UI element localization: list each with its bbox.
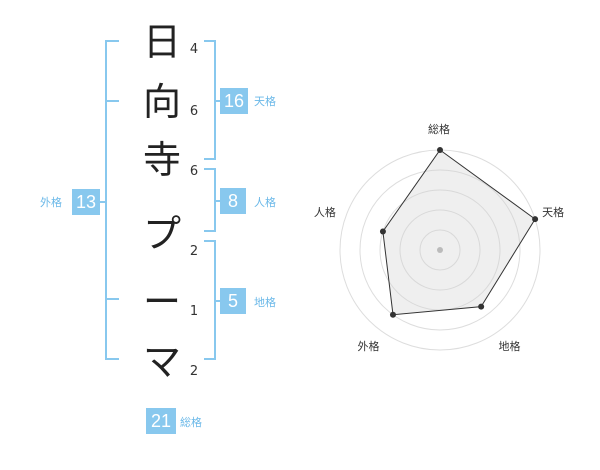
radar-axis-label-3: 地格 <box>498 340 521 354</box>
chikaku-label: 地格 <box>254 296 276 309</box>
radar-point-2 <box>532 216 539 223</box>
tenkaku-value-badge: 16 <box>220 88 248 114</box>
stroke-count-2: 6 <box>189 104 199 119</box>
radar-point-3 <box>478 303 485 310</box>
stroke-count-3: 6 <box>189 164 199 179</box>
stroke-count-4: 2 <box>189 244 199 259</box>
stroke-count-6: 2 <box>189 364 199 379</box>
tenkaku-label: 天格 <box>254 95 276 108</box>
name-char-2: 向 <box>142 80 181 124</box>
name-char-4: プ <box>142 212 181 256</box>
radar-axis-label-4: 外格 <box>357 340 380 354</box>
radar-data-polygon <box>382 149 536 316</box>
stroke-count-1: 4 <box>189 42 199 57</box>
radar-point-1 <box>437 147 443 153</box>
soukaku-value-badge: 21 <box>146 408 176 434</box>
radar-ring <box>419 229 461 271</box>
radar-axis-label-2: 天格 <box>542 205 565 219</box>
radar-axis-label-1: 総格 <box>428 123 450 136</box>
chikaku-value-badge: 5 <box>220 288 246 314</box>
jinkaku-label: 人格 <box>254 196 276 209</box>
radar-axis-label-5: 人格 <box>313 205 336 219</box>
name-char-1: 日 <box>142 20 181 64</box>
radar-point-5 <box>379 228 386 235</box>
jinkaku-value-badge: 8 <box>220 188 246 214</box>
name-char-6: マ <box>142 340 181 384</box>
radar-ring <box>359 169 521 331</box>
radar-center-dot <box>437 247 443 253</box>
radar-point-4 <box>389 311 396 318</box>
gaikaku-label: 外格 <box>40 196 62 209</box>
soukaku-label: 総格 <box>180 416 202 429</box>
name-char-3: 寺 <box>142 138 181 182</box>
gaikaku-value-badge: 13 <box>72 189 100 215</box>
stroke-count-5: 1 <box>189 304 199 319</box>
radar-ring <box>399 209 481 291</box>
name-char-5: ー <box>142 280 181 324</box>
